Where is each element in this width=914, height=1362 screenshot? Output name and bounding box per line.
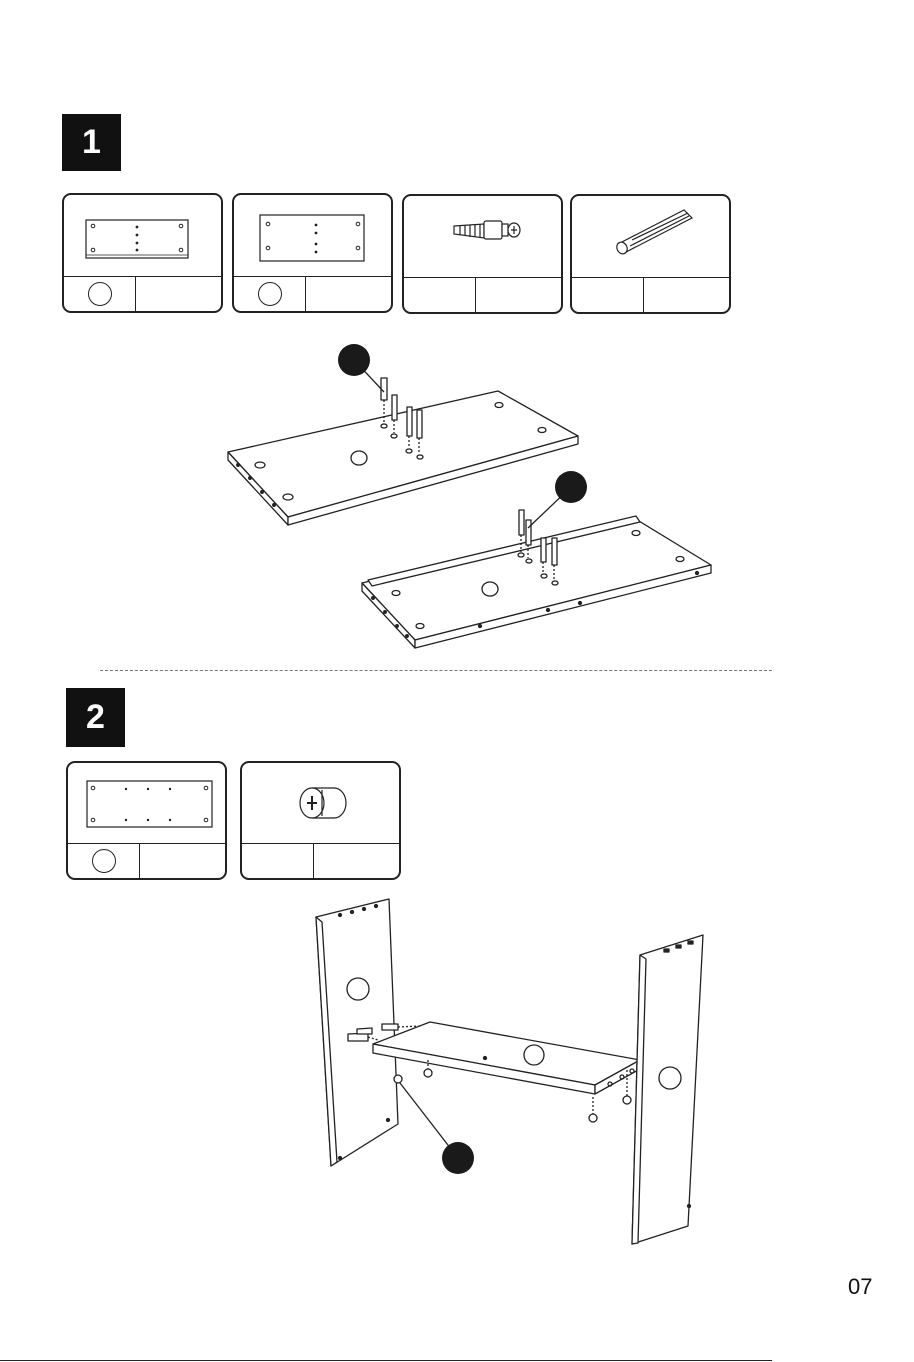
page-number: 07 [848, 1274, 872, 1300]
footer-rule [0, 1360, 772, 1361]
callout-dot-icon [442, 1142, 474, 1174]
